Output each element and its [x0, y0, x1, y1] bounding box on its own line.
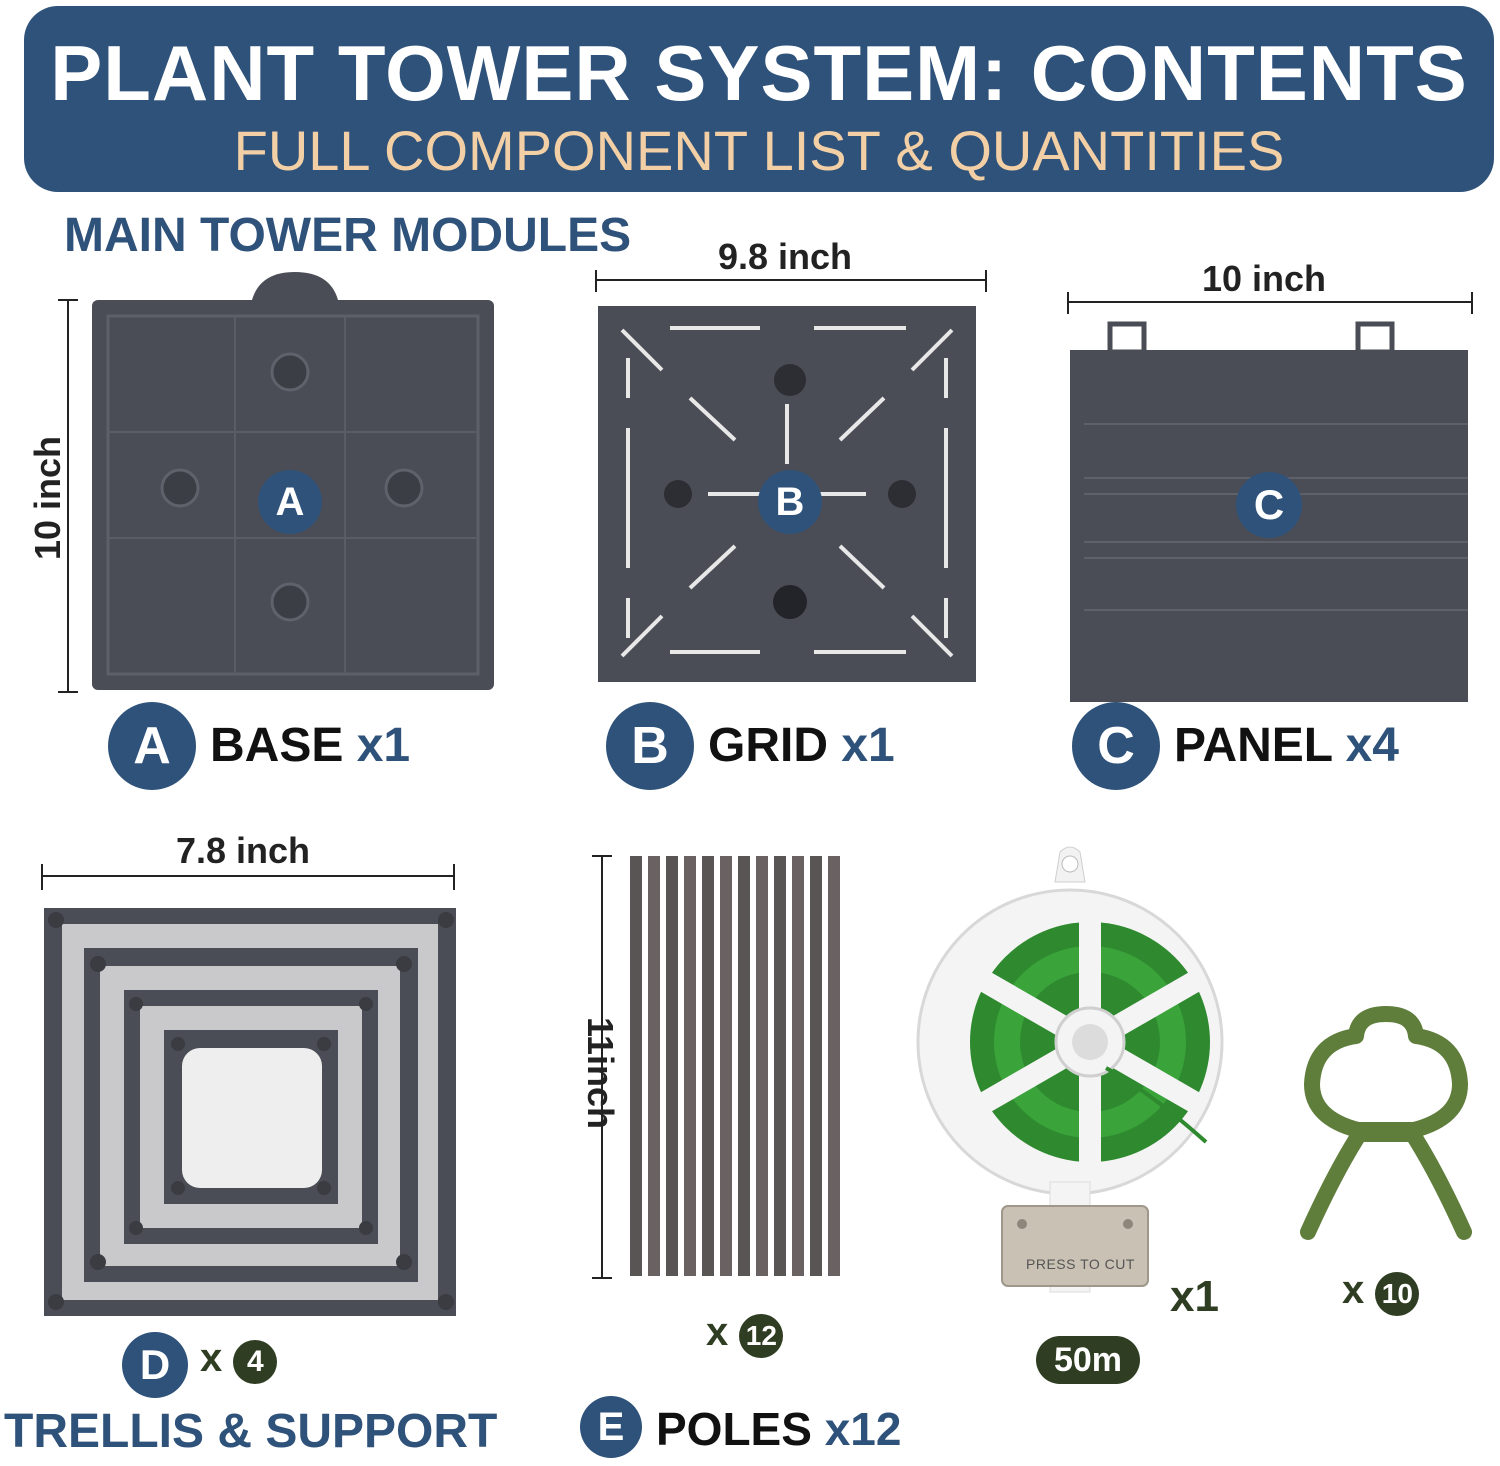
- poles-image: [592, 855, 840, 1279]
- base-label-marker: A: [108, 702, 196, 790]
- trellis-label-marker: D: [122, 1332, 188, 1398]
- grid-letter-marker: B: [758, 470, 822, 534]
- poles-qty: x 12: [706, 1310, 784, 1358]
- base-label: BASE x1: [210, 718, 410, 773]
- poles-label-marker: E: [580, 1396, 642, 1458]
- header-banner: PLANT TOWER SYSTEM: CONTENTS FULL COMPON…: [24, 6, 1494, 192]
- clips-qty-count: 10: [1375, 1272, 1420, 1316]
- page-title: PLANT TOWER SYSTEM: CONTENTS: [50, 29, 1468, 117]
- page-subtitle: FULL COMPONENT LIST & QUANTITIES: [233, 119, 1285, 182]
- panel-qty: x4: [1345, 719, 1399, 772]
- panel-letter-marker: C: [1236, 472, 1302, 538]
- trellis-qty-x: x: [200, 1336, 223, 1380]
- poles-label: POLES x12: [656, 1402, 901, 1456]
- section-title-trellis: TRELLIS & SUPPORT: [4, 1405, 498, 1458]
- grid-qty: x1: [841, 719, 895, 772]
- grid-label: GRID x1: [708, 718, 895, 773]
- base-letter-marker: A: [258, 470, 322, 534]
- base-name: BASE: [210, 719, 344, 772]
- trellis-qty: x 4: [200, 1336, 278, 1384]
- section-title-main: MAIN TOWER MODULES: [64, 209, 632, 262]
- grid-width-dimension: 9.8 inch: [718, 236, 853, 277]
- panel-name: PANEL: [1174, 719, 1333, 772]
- wire-spool-image: [916, 846, 1224, 1293]
- base-height-dimension: 10 inch: [27, 435, 69, 561]
- wire-qty: x1: [1170, 1272, 1219, 1321]
- base-qty: x1: [356, 719, 411, 772]
- grid-label-marker: B: [606, 702, 694, 790]
- panel-label: PANEL x4: [1174, 718, 1399, 773]
- poles-qty-text: x12: [824, 1403, 902, 1455]
- pole-length-dimension: 11inch: [580, 1016, 622, 1130]
- clips-qty-x: x: [1342, 1268, 1365, 1312]
- grid-name: GRID: [708, 719, 828, 772]
- poles-name: POLES: [656, 1403, 812, 1455]
- poles-qty-count: 12: [739, 1314, 784, 1358]
- wire-length-badge: 50m: [1036, 1336, 1140, 1384]
- poles-qty-x: x: [706, 1310, 729, 1354]
- base-image: [58, 272, 494, 693]
- plant-clip-image: [1300, 1006, 1472, 1240]
- trellis-image: [41, 864, 456, 1316]
- clips-qty: x 10: [1342, 1268, 1420, 1316]
- panel-width-dimension: 10 inch: [1202, 258, 1327, 299]
- panel-label-marker: C: [1072, 702, 1160, 790]
- trellis-qty-count: 4: [233, 1340, 278, 1384]
- cutter-label: PRESS TO CUT: [1026, 1256, 1135, 1272]
- trellis-width-dimension: 7.8 inch: [176, 830, 311, 871]
